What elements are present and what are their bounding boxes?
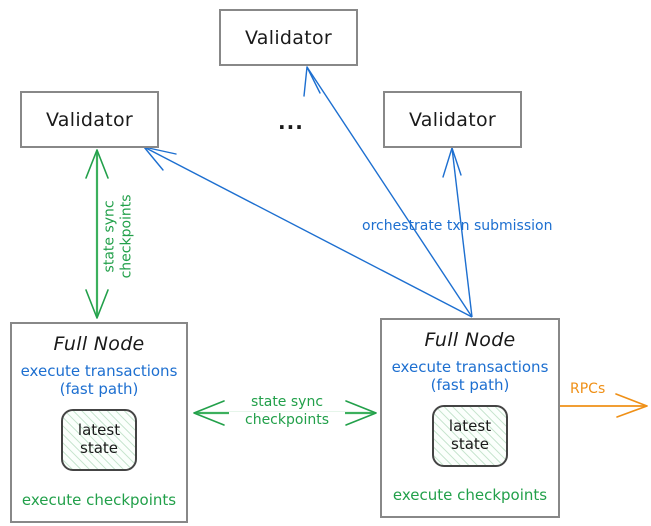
fullnode-right-subtitle: execute transactions (fast path) [392, 358, 549, 395]
fullnode-right-title: Full Node [424, 329, 516, 351]
validator-left-box[interactable]: Validator [20, 91, 159, 148]
state-sync-vertical-label-line2: checkpoints [118, 194, 135, 279]
fullnode-left-subtitle: execute transactions (fast path) [21, 362, 178, 399]
fullnode-right-box[interactable]: Full Node execute transactions (fast pat… [380, 318, 560, 518]
validator-right-label: Validator [408, 108, 496, 131]
fullnode-left-box[interactable]: Full Node execute transactions (fast pat… [10, 322, 188, 523]
fullnode-left-subtitle-line2: (fast path) [59, 380, 139, 399]
fullnode-right-chip-line1: latest [448, 416, 492, 435]
validator-right-box[interactable]: Validator [383, 91, 522, 148]
fullnode-left-title: Full Node [53, 333, 145, 355]
more-validators-ellipsis: ... [278, 110, 304, 134]
state-sync-horizontal-label-line2: checkpoints [229, 412, 345, 429]
fullnode-right-latest-state-chip[interactable]: latest state [432, 404, 508, 467]
fullnode-left-footer: execute checkpoints [21, 491, 177, 509]
fullnode-left-subtitle-line1: execute transactions [20, 362, 178, 380]
fullnode-right-subtitle-line1: execute transactions [391, 358, 549, 376]
fullnode-left-chip-line1: latest [77, 420, 121, 439]
fullnode-left-chip-line2: state [80, 438, 118, 457]
validator-top-box[interactable]: Validator [219, 9, 358, 66]
validator-top-label: Validator [244, 26, 332, 49]
orchestrate-txn-submission-label: orchestrate txn submission [362, 218, 553, 234]
state-sync-horizontal-label-line1: state sync [229, 394, 345, 411]
fullnode-right-subtitle-line2: (fast path) [430, 376, 510, 395]
fullnode-right-footer: execute checkpoints [392, 486, 548, 504]
validator-left-label: Validator [45, 108, 133, 131]
fullnode-right-chip-line2: state [451, 434, 489, 453]
state-sync-vertical-label-line1: state sync [101, 200, 118, 273]
rpcs-label: RPCs [570, 381, 606, 397]
fullnode-left-latest-state-chip[interactable]: latest state [61, 408, 137, 471]
